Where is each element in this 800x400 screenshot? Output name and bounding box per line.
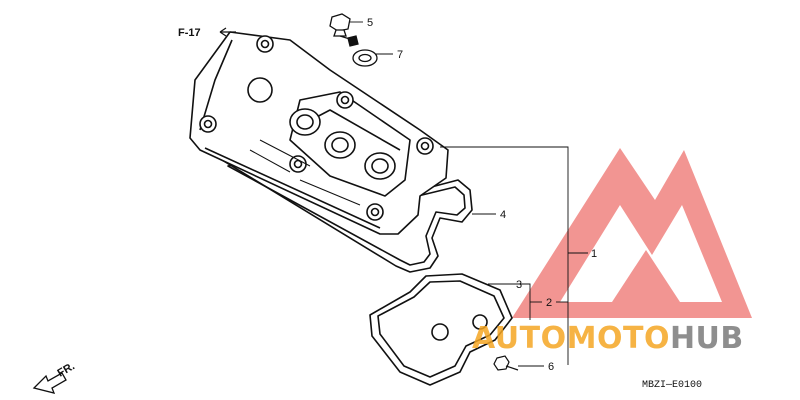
callout-6: 6	[548, 361, 554, 373]
page-reference: F-17	[178, 27, 236, 39]
cover-bolt	[329, 13, 359, 47]
callout-5: 5	[367, 17, 373, 29]
watermark-text: AUTOMOTOHUB	[472, 321, 744, 356]
small-bolt	[493, 355, 519, 371]
watermark-triangle-inner	[560, 205, 722, 302]
watermark-brand-part1: AUTOMOTO	[472, 321, 670, 356]
callout-1: 1	[591, 248, 597, 260]
callout-7: 7	[397, 49, 403, 61]
cylinder-head-cover	[189, 31, 449, 235]
leader-lines	[350, 21, 588, 367]
front-label: FR.	[56, 360, 77, 379]
drawing-code: MBZI—E0100	[642, 380, 702, 391]
callout-4: 4	[500, 209, 506, 221]
sealing-washer	[352, 49, 378, 67]
callout-2: 2	[546, 297, 552, 309]
left-arrow-icon	[219, 27, 236, 37]
front-direction-marker: FR.	[32, 360, 77, 394]
plug-hole-seal	[369, 273, 513, 386]
callout-3: 3	[516, 279, 522, 291]
front-arrow-icon	[32, 372, 67, 394]
watermark-brand-part2: HUB	[670, 321, 744, 356]
page-ref-label: F-17	[178, 27, 201, 39]
watermark-logo	[512, 148, 752, 318]
